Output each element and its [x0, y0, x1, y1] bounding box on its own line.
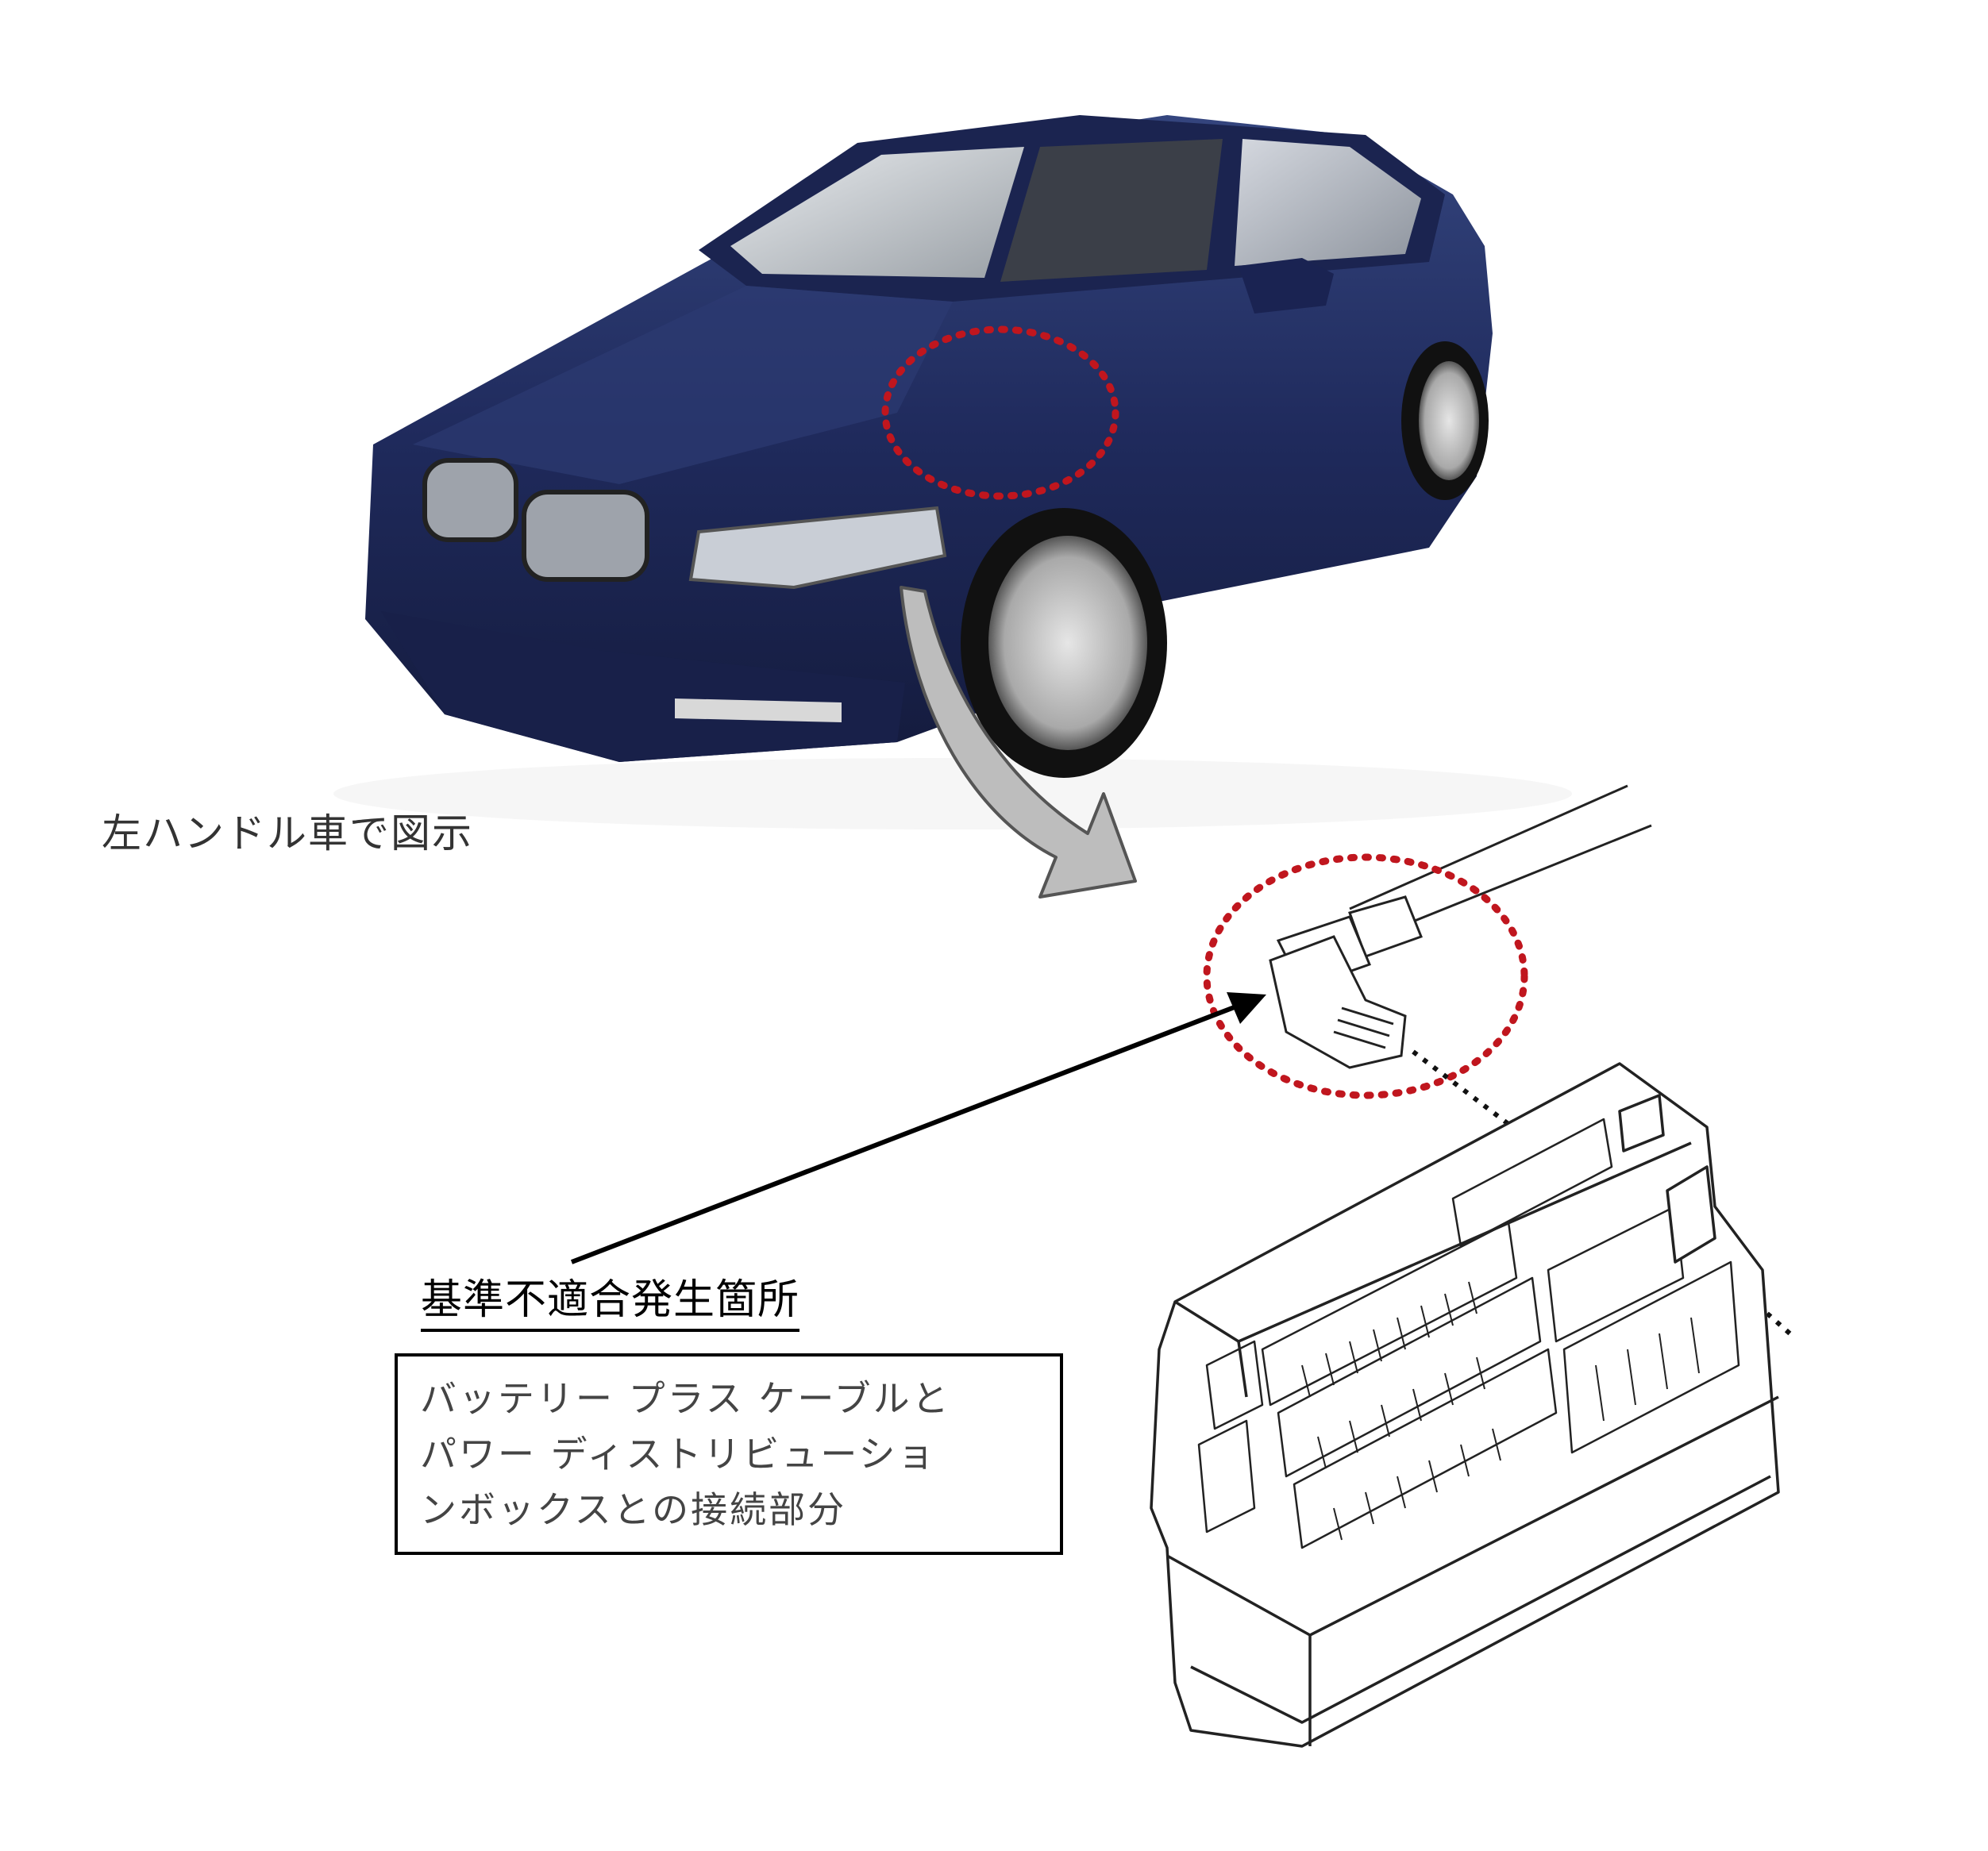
car-illustration	[333, 115, 1572, 829]
curved-callout-arrow	[900, 586, 1137, 899]
connector-highlight-circle	[1203, 853, 1528, 1099]
pointer-arrow	[570, 992, 1266, 1264]
rear-wheel	[1401, 341, 1489, 500]
front-wheel	[961, 508, 1167, 778]
dotted-leader-top	[1412, 1049, 1514, 1129]
lhd-note-caption: 左ハンドル車で図示	[102, 810, 473, 856]
car-highlight-circle	[881, 325, 1119, 500]
defect-description-line: ンボックスとの接続部分	[420, 1488, 847, 1531]
dotted-leader-right	[1689, 1244, 1796, 1340]
defect-description-box: バッテリー プラス ケーブルと パワー ディストリビューショ ンボックスとの接続…	[395, 1353, 1063, 1555]
defect-description-line: バッテリー プラス ケーブルと	[420, 1377, 951, 1420]
battery-cable-connector	[1269, 784, 1652, 1069]
kidney-grille	[422, 458, 649, 582]
defect-description-line: パワー ディストリビューショ	[420, 1433, 937, 1476]
defect-location-title: 基準不適合発生箇所	[421, 1266, 800, 1332]
power-distribution-box	[1150, 1062, 1780, 1748]
